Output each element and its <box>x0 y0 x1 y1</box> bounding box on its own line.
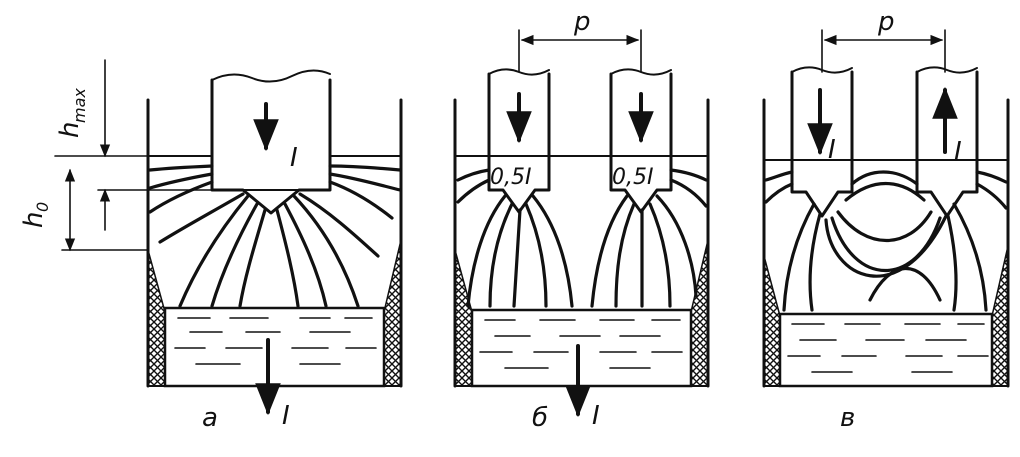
h0-label: h <box>19 212 49 228</box>
electrode <box>210 78 332 215</box>
electrode-left: 0,5I <box>487 68 551 214</box>
panel-b: p 0,5I 0,5I <box>453 7 710 433</box>
bottom-current-label: I <box>592 401 600 431</box>
hmax-label: h <box>55 122 85 138</box>
current-lines <box>148 164 402 308</box>
dimension-lines <box>54 59 213 252</box>
metal-pool <box>163 306 386 388</box>
hmax-subscript: max <box>70 88 89 123</box>
panel-caption: б <box>532 403 548 433</box>
lining-right <box>383 239 402 387</box>
panel-c: p I I <box>762 7 1010 433</box>
spacing-label: p <box>877 7 895 37</box>
spacing-label: p <box>573 7 591 37</box>
panel-caption: в <box>840 403 855 433</box>
electrode-right: I <box>915 66 979 218</box>
svg-text:0,5I: 0,5I <box>612 165 653 190</box>
h0-subscript: 0 <box>33 202 52 212</box>
current-lines <box>456 168 708 308</box>
bottom-current-label: I <box>282 401 290 431</box>
svg-text:0,5I: 0,5I <box>490 165 531 190</box>
svg-text:I: I <box>954 137 962 167</box>
svg-text:I: I <box>828 135 836 165</box>
electrode-current-label: I <box>290 143 298 173</box>
electrode-left: I <box>790 66 854 218</box>
panel-a: I I а h 0 h max <box>19 59 403 433</box>
electrode-right: 0,5I <box>609 68 673 214</box>
current-lines <box>764 170 1008 312</box>
panel-caption: а <box>202 403 218 433</box>
lining-left <box>147 249 166 387</box>
